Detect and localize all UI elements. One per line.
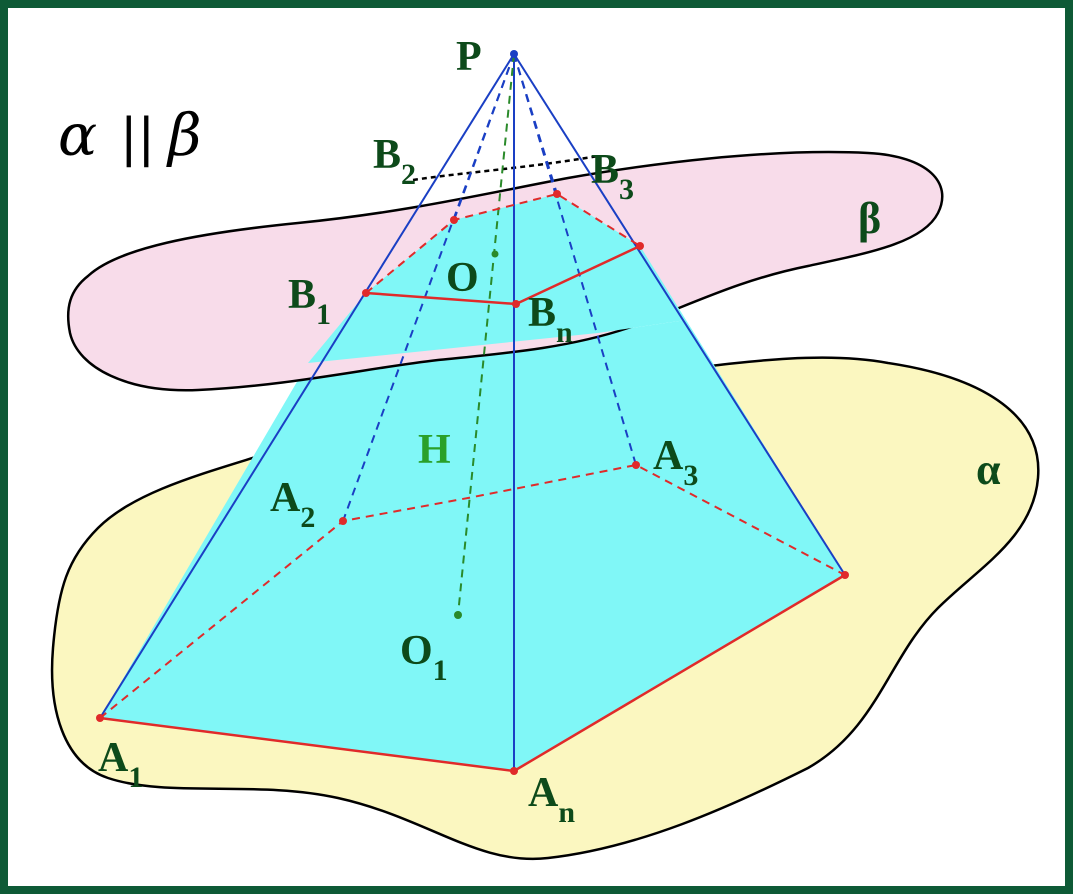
label-B2-sub: 2 bbox=[401, 158, 416, 191]
pyramid-upper-section bbox=[308, 194, 686, 363]
label-Bn: Bn bbox=[528, 290, 573, 349]
edge-AnA4 bbox=[513, 573, 846, 773]
relation-beta: β bbox=[166, 101, 202, 169]
label-A3: A3 bbox=[653, 433, 698, 492]
label-plane-alpha: α bbox=[976, 445, 1001, 494]
label-A2-base: A bbox=[270, 475, 301, 521]
label-A1: A1 bbox=[98, 735, 143, 794]
point-Bn bbox=[512, 300, 520, 308]
point-B4 bbox=[636, 242, 644, 250]
label-O1-base: O bbox=[400, 628, 433, 674]
label-B1-base: B bbox=[288, 272, 316, 318]
label-O1: O1 bbox=[400, 628, 448, 687]
edge-BnB3 bbox=[515, 244, 641, 306]
base-polygon-hidden bbox=[99, 463, 846, 719]
label-An-base: A bbox=[528, 770, 559, 816]
point-O1 bbox=[454, 611, 462, 619]
label-O1-sub: 1 bbox=[433, 654, 448, 687]
label-B1-sub: 1 bbox=[316, 298, 331, 331]
label-P: P bbox=[456, 34, 482, 80]
label-A2: A2 bbox=[270, 475, 315, 534]
point-An bbox=[510, 767, 518, 775]
relation-alpha: α bbox=[58, 101, 97, 169]
label-An: An bbox=[528, 770, 575, 829]
label-O: O bbox=[446, 255, 479, 301]
label-A1-base: A bbox=[98, 735, 129, 781]
label-B1: B1 bbox=[288, 272, 331, 331]
label-H: H bbox=[418, 427, 451, 473]
label-An-sub: n bbox=[558, 796, 575, 829]
edge-PB-hidden-a bbox=[453, 53, 515, 221]
label-A3-base: A bbox=[653, 433, 684, 479]
edge-B1Bn bbox=[365, 291, 517, 306]
label-plane-beta: β bbox=[858, 194, 881, 243]
label-B3-sub: 3 bbox=[619, 173, 634, 206]
label-A2-sub: 2 bbox=[300, 501, 315, 534]
label-Bn-sub: n bbox=[556, 316, 573, 349]
pyramid-lower-face bbox=[100, 320, 845, 771]
point-O bbox=[491, 250, 499, 258]
point-B3 bbox=[553, 190, 561, 198]
diagram-canvas: α || β β α P B2 B3 O B1 Bn H A2 A3 O1 A1… bbox=[8, 8, 1065, 886]
point-B1 bbox=[362, 289, 370, 297]
label-B2-base: B bbox=[373, 132, 401, 178]
point-P bbox=[510, 50, 518, 58]
label-A3-sub: 3 bbox=[683, 459, 698, 492]
edge-PB-hidden-b bbox=[513, 53, 558, 195]
label-B3: B3 bbox=[591, 147, 634, 206]
label-Bn-base: B bbox=[528, 290, 556, 336]
label-B2: B2 bbox=[373, 132, 416, 191]
edge-PA4 bbox=[513, 53, 846, 576]
edge-PA1 bbox=[99, 53, 515, 719]
upper-polygon-hidden bbox=[365, 192, 641, 294]
point-A1 bbox=[96, 714, 104, 722]
height-line bbox=[457, 53, 515, 616]
edge-A1An bbox=[99, 716, 515, 773]
point-B2 bbox=[450, 216, 458, 224]
point-A4 bbox=[841, 571, 849, 579]
relation-parallel: || bbox=[120, 108, 155, 168]
beta-hidden-edge bbox=[412, 154, 599, 182]
pyramid-diagram: α || β β α P B2 B3 O B1 Bn H A2 A3 O1 A1… bbox=[50, 34, 1040, 861]
label-A1-sub: 1 bbox=[128, 761, 143, 794]
point-A2 bbox=[339, 517, 347, 525]
label-B3-base: B bbox=[591, 147, 619, 193]
point-A3 bbox=[632, 461, 640, 469]
